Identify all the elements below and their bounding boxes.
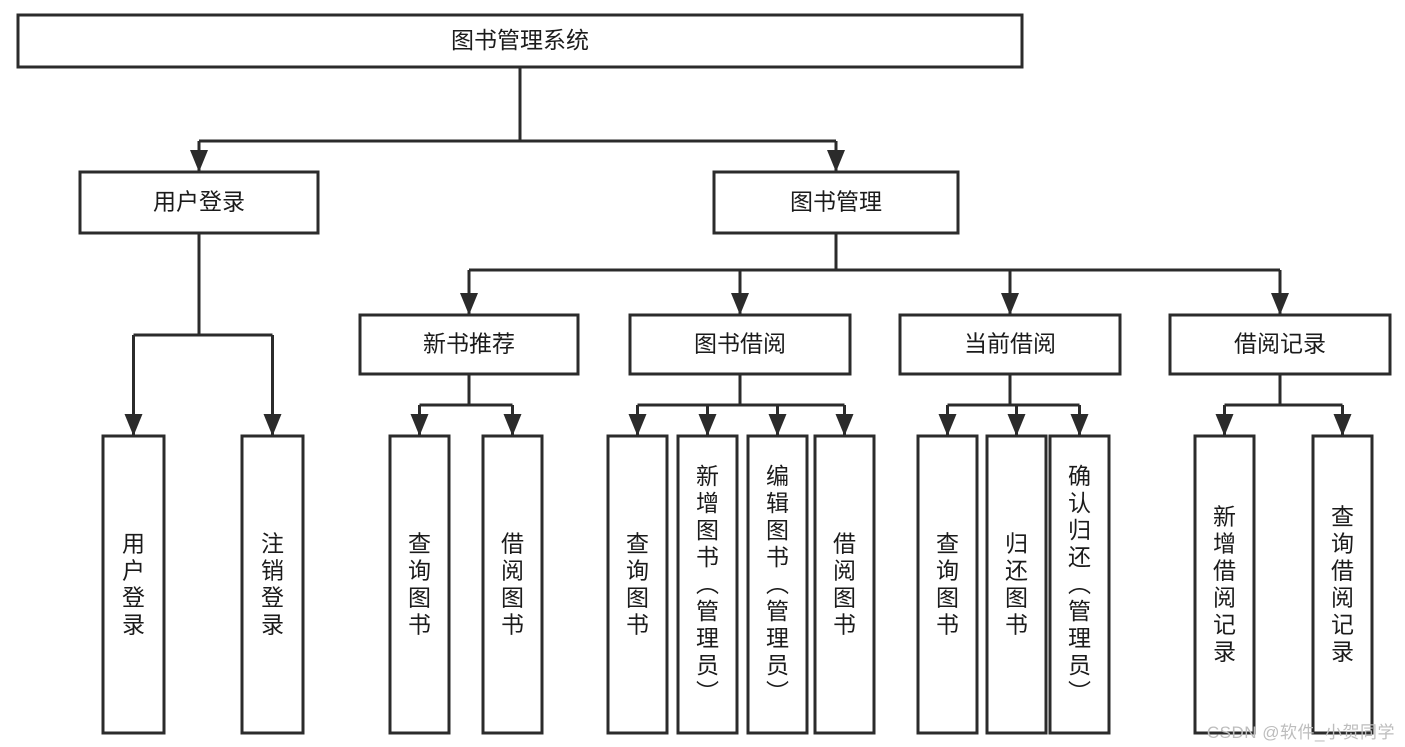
node-leaf-query-book-2[interactable]: 查询图书 (606, 434, 669, 735)
node-box-leaf-borrow-book-2[interactable] (813, 434, 876, 735)
arrow-head-icon-leaf-return-book (1007, 414, 1026, 436)
node-label-leaf-query-record: 查询借阅记录 (1331, 504, 1354, 665)
arrow-head-icon-leaf-user-login (124, 414, 143, 436)
arrow-head-icon-leaf-add-record (1215, 414, 1234, 436)
arrow-head-icon-leaf-confirm-return (1070, 414, 1089, 436)
node-box-leaf-return-book[interactable] (985, 434, 1048, 735)
node-box-leaf-query-book-3[interactable] (916, 434, 979, 735)
node-label-book-manage: 图书管理 (790, 189, 882, 215)
node-box-leaf-confirm-return[interactable] (1048, 434, 1111, 735)
arrow-head-icon-book-borrow (731, 293, 749, 315)
node-leaf-add-record[interactable]: 新增借阅记录 (1193, 434, 1256, 735)
node-box-leaf-query-book-2[interactable] (606, 434, 669, 735)
node-new-book-rec[interactable]: 新书推荐 (358, 313, 580, 376)
node-box-leaf-borrow-book-1[interactable] (481, 434, 544, 735)
node-box-leaf-edit-book[interactable] (746, 434, 809, 735)
node-leaf-query-record[interactable]: 查询借阅记录 (1311, 434, 1374, 735)
node-current-borrow[interactable]: 当前借阅 (898, 313, 1122, 376)
arrow-head-icon-borrow-record (1271, 293, 1289, 315)
node-label-leaf-query-book-3: 查询图书 (936, 531, 959, 638)
node-label-root: 图书管理系统 (451, 27, 589, 53)
node-box-leaf-user-login[interactable] (101, 434, 166, 735)
node-label-user-login: 用户登录 (153, 189, 245, 215)
node-book-borrow[interactable]: 图书借阅 (628, 313, 852, 376)
arrow-head-icon-leaf-add-book (698, 414, 717, 436)
node-box-leaf-add-book[interactable] (676, 434, 739, 735)
node-box-leaf-add-record[interactable] (1193, 434, 1256, 735)
node-box-user-login[interactable] (78, 170, 320, 235)
node-box-current-borrow[interactable] (898, 313, 1122, 376)
arrow-head-icon-leaf-query-record (1333, 414, 1352, 436)
node-leaf-return-book[interactable]: 归还图书 (985, 434, 1048, 735)
arrow-head-icon-leaf-borrow-book-2 (835, 414, 854, 436)
node-label-current-borrow: 当前借阅 (964, 331, 1056, 357)
node-label-leaf-user-login: 用户登录 (122, 531, 145, 638)
node-leaf-user-login[interactable]: 用户登录 (101, 434, 166, 735)
node-root[interactable]: 图书管理系统 (16, 13, 1024, 69)
arrow-head-icon-user-login (190, 150, 208, 172)
node-leaf-confirm-return[interactable]: 确认归还︵管理员︶ (1048, 434, 1111, 735)
node-label-leaf-borrow-book-2: 借阅图书 (833, 531, 856, 638)
node-leaf-borrow-book-2[interactable]: 借阅图书 (813, 434, 876, 735)
node-label-leaf-add-book: 新增图书︵管理员︶ (696, 463, 719, 705)
node-label-new-book-rec: 新书推荐 (423, 331, 515, 357)
arrow-head-icon-leaf-edit-book (768, 414, 787, 436)
node-label-leaf-add-record: 新增借阅记录 (1213, 504, 1236, 665)
node-leaf-query-book-1[interactable]: 查询图书 (388, 434, 451, 735)
node-box-borrow-record[interactable] (1168, 313, 1392, 376)
node-user-login[interactable]: 用户登录 (78, 170, 320, 235)
node-leaf-borrow-book-1[interactable]: 借阅图书 (481, 434, 544, 735)
node-label-leaf-return-book: 归还图书 (1005, 531, 1028, 638)
node-label-leaf-query-book-2: 查询图书 (626, 531, 649, 638)
node-label-leaf-borrow-book-1: 借阅图书 (501, 531, 524, 638)
arrow-head-icon-leaf-query-book-3 (938, 414, 957, 436)
node-label-leaf-edit-book: 编辑图书︵管理员︶ (766, 463, 789, 705)
nodes-layer: 图书管理系统用户登录图书管理用户登录注销登录新书推荐查询图书借阅图书图书借阅查询… (16, 13, 1392, 735)
node-leaf-add-book[interactable]: 新增图书︵管理员︶ (676, 434, 739, 735)
arrow-head-icon-current-borrow (1001, 293, 1019, 315)
node-label-book-borrow: 图书借阅 (694, 331, 786, 357)
node-borrow-record[interactable]: 借阅记录 (1168, 313, 1392, 376)
node-box-new-book-rec[interactable] (358, 313, 580, 376)
arrow-head-icon-leaf-query-book-2 (628, 414, 647, 436)
arrow-head-icon-leaf-logout (263, 414, 282, 436)
arrow-head-icon-leaf-query-book-1 (410, 414, 429, 436)
node-label-leaf-confirm-return: 确认归还︵管理员︶ (1068, 463, 1091, 705)
node-label-leaf-query-book-1: 查询图书 (408, 531, 431, 638)
arrow-head-icon-leaf-borrow-book-1 (503, 414, 522, 436)
node-book-manage[interactable]: 图书管理 (712, 170, 960, 235)
node-label-borrow-record: 借阅记录 (1234, 331, 1326, 357)
arrow-head-icon-new-book-rec (460, 293, 478, 315)
node-leaf-query-book-3[interactable]: 查询图书 (916, 434, 979, 735)
connectors-layer (124, 67, 1352, 436)
node-box-book-borrow[interactable] (628, 313, 852, 376)
node-label-leaf-logout: 注销登录 (261, 531, 284, 638)
node-box-leaf-query-record[interactable] (1311, 434, 1374, 735)
csdn-watermark: CSDN @软件_小贺同学 (1206, 723, 1395, 742)
node-box-root[interactable] (16, 13, 1024, 69)
node-leaf-logout[interactable]: 注销登录 (240, 434, 305, 735)
node-box-leaf-logout[interactable] (240, 434, 305, 735)
node-box-book-manage[interactable] (712, 170, 960, 235)
arrow-head-icon-book-manage (827, 150, 845, 172)
node-box-leaf-query-book-1[interactable] (388, 434, 451, 735)
node-leaf-edit-book[interactable]: 编辑图书︵管理员︶ (746, 434, 809, 735)
